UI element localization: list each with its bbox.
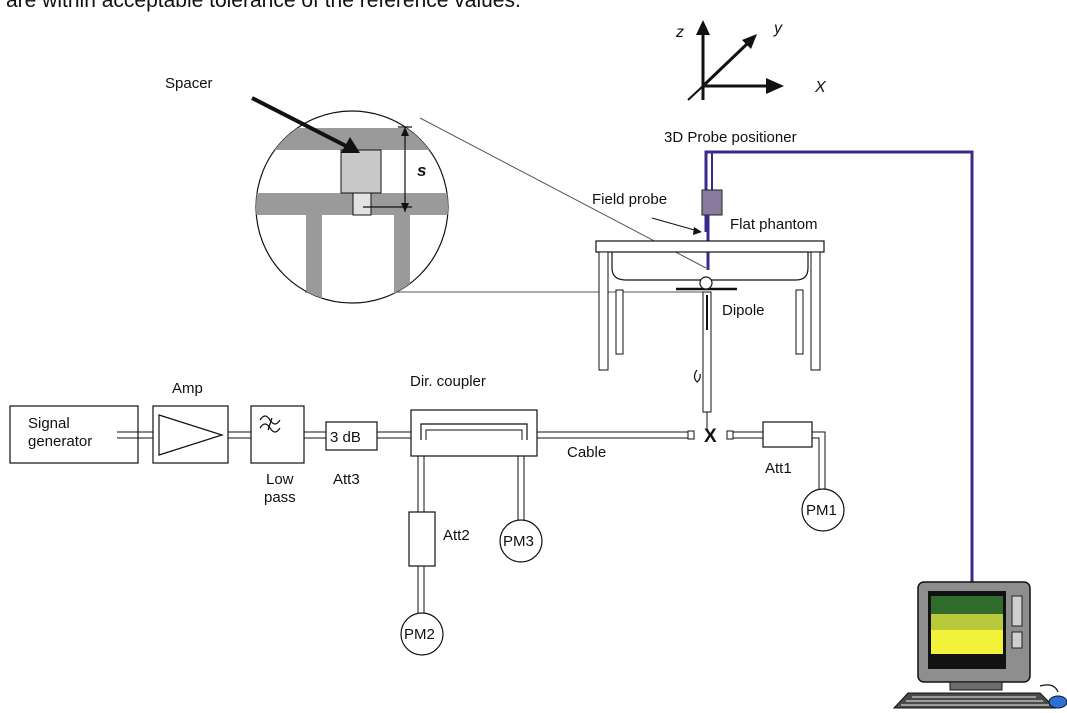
- spacer-label: Spacer: [165, 75, 213, 92]
- low-pass-label-1: Low: [266, 471, 294, 488]
- spacer-block: [340, 149, 382, 194]
- axis-x-label: X: [814, 79, 827, 96]
- flat-phantom-label: Flat phantom: [730, 216, 818, 233]
- amp-label: Amp: [172, 380, 203, 397]
- att3-label: Att3: [333, 471, 360, 488]
- rf-cables: [117, 431, 826, 615]
- spacer-arrow: [251, 96, 349, 149]
- att1-label: Att1: [765, 460, 792, 477]
- spacer-magnifier-inset: s Spacer: [165, 75, 707, 304]
- pm1-label: PM1: [806, 502, 837, 519]
- pm1-circle: [801, 488, 845, 532]
- table-leg-front-left: [598, 251, 609, 371]
- table-leg-front-right: [810, 251, 821, 371]
- coordinate-axes: z y X: [675, 20, 827, 101]
- dipole-label: Dipole: [722, 302, 765, 319]
- screen-band-green: [931, 596, 1003, 614]
- pm3-label: PM3: [503, 533, 534, 550]
- header-text: are within acceptable tolerance of the r…: [6, 0, 521, 12]
- field-probe: Field probe: [592, 189, 723, 270]
- spacer-feed-block: [352, 192, 372, 216]
- axis-z-label: z: [675, 24, 684, 41]
- att2-label: Att2: [443, 527, 470, 544]
- cable-connector-left: [687, 430, 695, 440]
- pm3-circle: [499, 519, 543, 563]
- amp-triangle-icon: [158, 414, 224, 456]
- att2-box: [408, 511, 436, 567]
- table-leg-back-right: [795, 289, 804, 355]
- mouse-cord: [1039, 684, 1059, 693]
- dipole: Dipole: [676, 276, 765, 432]
- axis-y-label: y: [773, 20, 783, 37]
- s-label: s: [417, 161, 426, 180]
- dipole-leg-right: [394, 215, 410, 303]
- table-leg-back-left: [615, 289, 624, 355]
- dir-coupler-line: [420, 423, 528, 440]
- dipole-bar: [256, 193, 448, 215]
- flat-phantom-table: [595, 240, 825, 371]
- signal-generator-box: [9, 405, 139, 464]
- att3-box: [325, 421, 378, 451]
- monitor-stand: [949, 681, 1003, 691]
- screen-band-yellow: [931, 630, 1003, 654]
- field-probe-label: Field probe: [592, 191, 667, 208]
- field-probe-pointer: [651, 217, 699, 232]
- mouse: [1048, 695, 1067, 709]
- low-pass-wave-icon: [259, 415, 281, 425]
- cable-label: Cable: [567, 444, 606, 461]
- dir-coupler-box: [410, 409, 538, 457]
- signal-generator-label-1: Signal: [28, 415, 70, 432]
- computer-icon: [892, 581, 1067, 709]
- low-pass-box: [250, 405, 305, 464]
- att3-value-label: 3 dB: [330, 429, 361, 446]
- field-probe-body: [701, 189, 723, 216]
- signal-generator-label-2: generator: [28, 433, 92, 450]
- dipole-balun: [693, 369, 701, 383]
- phantom-top: [595, 240, 825, 253]
- low-pass-label-2: pass: [264, 489, 296, 506]
- cable-connector-right: [726, 430, 734, 440]
- screen-band-lime: [931, 614, 1003, 630]
- cross-marker: X: [704, 426, 717, 447]
- phantom-shell-bar: [256, 128, 448, 150]
- dipole-leg-left: [306, 215, 322, 303]
- pm2-circle: [400, 612, 444, 656]
- probe-positioner-label: 3D Probe positioner: [664, 129, 797, 146]
- phantom-basin: [611, 252, 809, 281]
- dir-coupler-label: Dir. coupler: [410, 373, 486, 390]
- att1-box: [762, 421, 813, 448]
- pm2-label: PM2: [404, 626, 435, 643]
- signal-chain: Signal generator Amp Low pass: [9, 373, 845, 656]
